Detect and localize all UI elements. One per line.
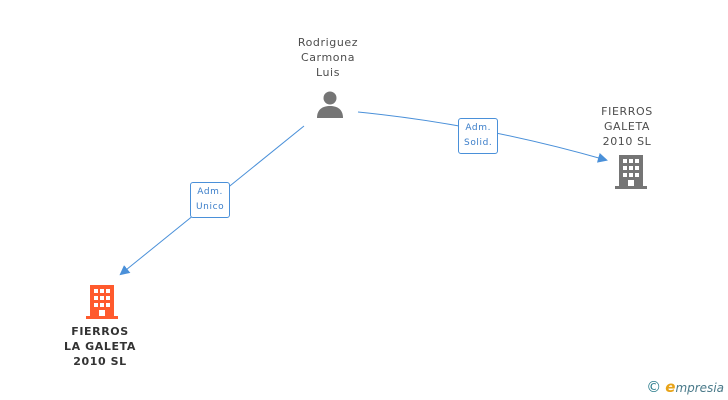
company-left-line-2: LA GALETA	[64, 340, 136, 353]
company-left-line-1: FIERROS	[71, 325, 129, 338]
company-right-line-3: 2010 SL	[602, 135, 652, 148]
brand-logo[interactable]: empresia	[665, 378, 724, 396]
building-icon[interactable]	[615, 155, 647, 189]
brand-logo-initial: e	[665, 378, 676, 396]
person-icon[interactable]	[315, 90, 345, 120]
edge-label-adm-solid[interactable]: Adm. Solid.	[458, 118, 499, 154]
company-fierros-galeta-label[interactable]: FIERROS GALETA 2010 SL	[582, 104, 672, 149]
edge-right-line-1: Adm.	[465, 123, 492, 133]
company-right-line-2: GALETA	[603, 120, 651, 133]
edge-left-line-1: Adm.	[197, 187, 223, 197]
company-right-line-1: FIERROS	[601, 105, 653, 118]
company-fierros-la-galeta-label[interactable]: FIERROS LA GALETA 2010 SL	[52, 324, 148, 369]
person-name-line-3: Luis	[315, 66, 341, 79]
building-icon[interactable]	[86, 285, 118, 319]
copyright-symbol: ©	[646, 378, 662, 396]
edge-right-line-2: Solid.	[464, 138, 493, 148]
person-name-label[interactable]: Rodriguez Carmona Luis	[283, 35, 373, 80]
edge-left-line-2: Unico	[196, 202, 225, 212]
brand-logo-text: mpresia	[675, 381, 724, 395]
company-left-line-3: 2010 SL	[73, 355, 127, 368]
person-name-line-1: Rodriguez	[297, 36, 359, 49]
person-name-line-2: Carmona	[300, 51, 356, 64]
footer-brand: © empresia	[646, 378, 724, 396]
edge-label-adm-unico[interactable]: Adm. Unico	[190, 182, 231, 218]
